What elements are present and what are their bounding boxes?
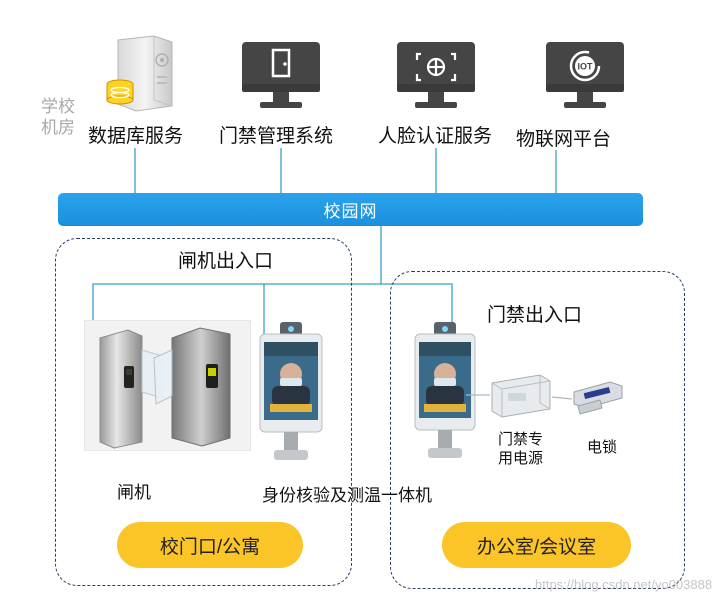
gate-location-label: 校门口/公寓 [159,536,261,558]
line-distribution [92,283,453,330]
database-server-icon [106,35,173,112]
door-location-label: 办公室/会议室 [476,536,597,558]
lock-caption: 电锁 [587,439,618,456]
door-monitor-icon [242,42,320,108]
iot-monitor-icon: IOT [546,42,624,108]
electric-lock-image [573,381,623,415]
door-location-pill: 办公室/会议室 [442,522,631,568]
campus-network-label: 校园网 [323,202,378,221]
svg-text:IOT: IOT [578,62,594,72]
face-terminal-door-image [414,322,476,458]
power-supply-caption-line2: 用电源 [498,450,544,467]
server-room-label-line1: 学校 [41,97,75,116]
gate-location-pill: 校门口/公寓 [117,522,303,568]
server-room-label-line2: 机房 [41,118,75,137]
campus-network-bar: 校园网 [58,193,643,226]
terminal-caption: 身份核验及测温一体机 [262,486,432,505]
watermark: https://blog.csdn.net/yo003888 [535,577,713,592]
power-supply-caption-line1: 门禁专 [498,431,544,448]
door-zone-title: 门禁出入口 [487,305,583,326]
door-device-link [466,394,573,400]
gate-zone-title: 闸机出入口 [178,251,274,272]
turnstile-caption: 闸机 [117,483,151,502]
face-terminal-gate-image [259,322,323,460]
server-label-access-control: 门禁管理系统 [219,126,334,147]
power-supply-image [491,374,551,418]
gate-zone [55,238,352,586]
server-label-face-auth: 人脸认证服务 [378,126,493,147]
server-label-iot: 物联网平台 [516,129,612,150]
power-supply-caption: 门禁专 用电源 [498,430,543,468]
door-zone [390,271,685,589]
face-scan-monitor-icon [397,42,475,108]
turnstile-image [84,320,251,451]
server-room-label: 学校 机房 [36,96,80,138]
server-label-database: 数据库服务 [88,126,184,147]
